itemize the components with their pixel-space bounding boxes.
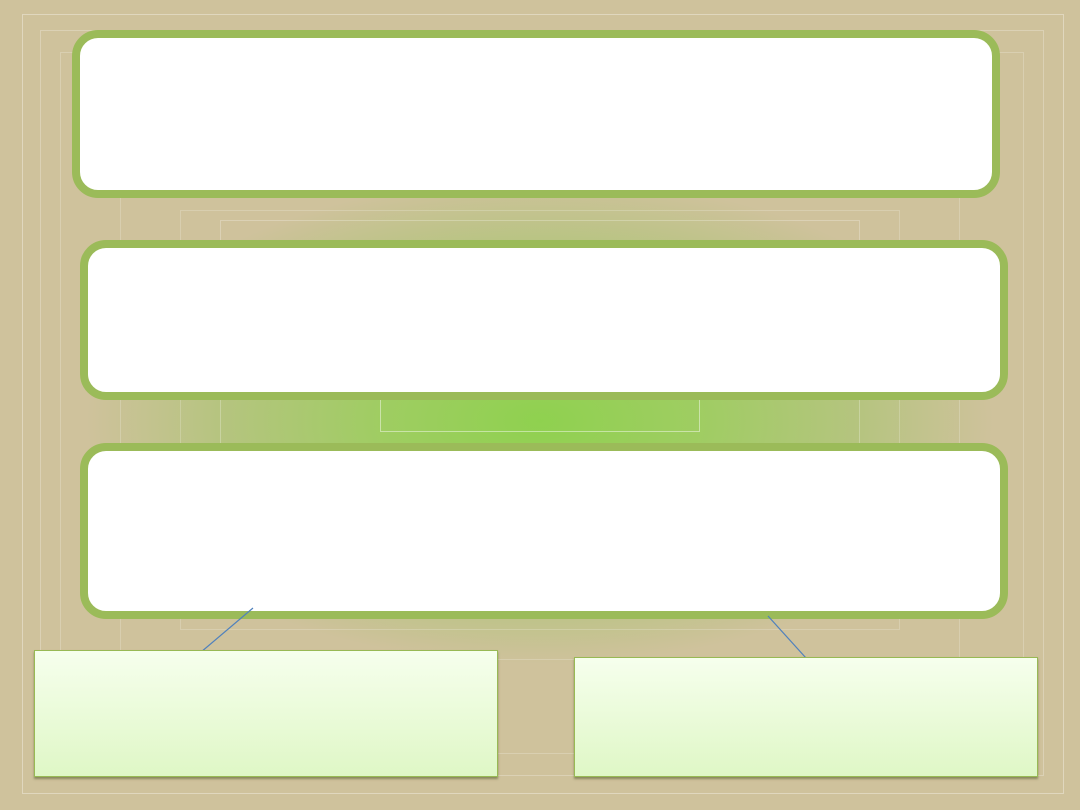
background-frame-line	[180, 210, 900, 630]
text-panel-bottom[interactable]	[80, 443, 1008, 619]
text-panel-top[interactable]	[72, 30, 1000, 198]
background-frame-line	[380, 398, 700, 432]
background-frame-line	[22, 14, 1064, 794]
callout-box-left[interactable]	[34, 650, 498, 777]
callout-box-right[interactable]	[574, 657, 1038, 777]
text-panel-middle[interactable]	[80, 240, 1008, 400]
